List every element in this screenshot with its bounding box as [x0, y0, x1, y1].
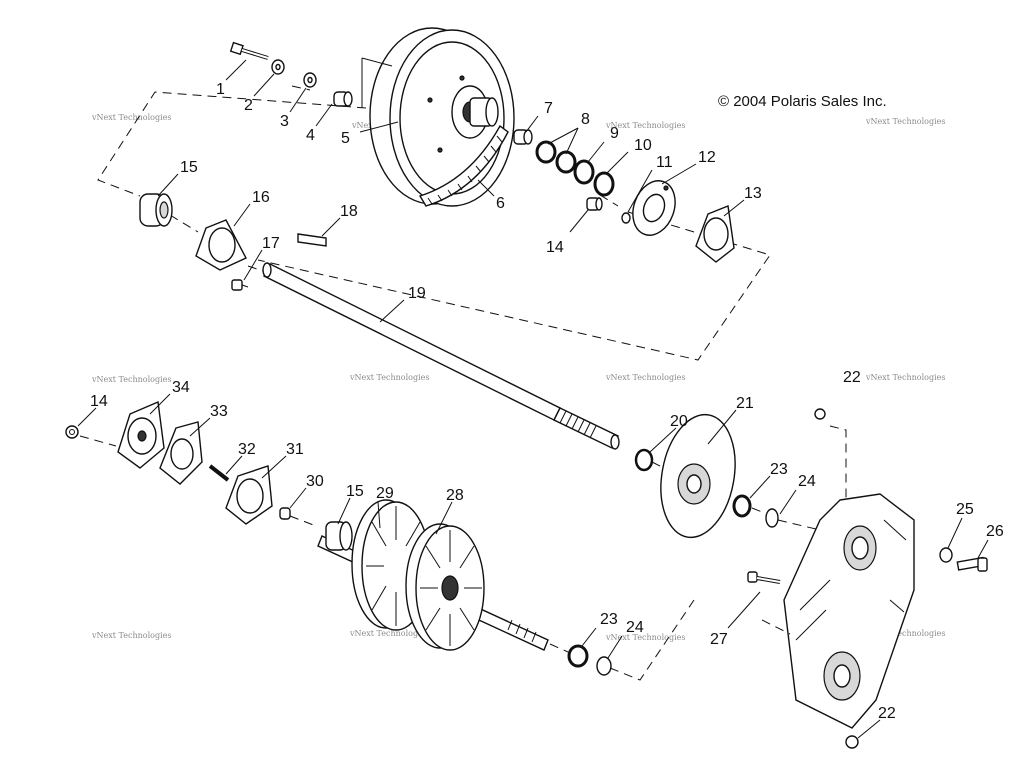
part-31-flange	[225, 465, 273, 525]
part-4-spacer	[333, 91, 353, 107]
callout-label: 34	[172, 379, 190, 396]
part-6-chain	[418, 124, 509, 207]
callout-label: 4	[306, 127, 315, 144]
callout-label: 28	[446, 487, 464, 504]
part-23-bearing	[567, 644, 589, 668]
callout-label: 23	[600, 611, 618, 628]
chaincase-housing	[783, 493, 915, 729]
callout-label: 20	[670, 413, 688, 430]
callout-label: 21	[736, 395, 754, 412]
part-28-drive-shaft-assembly	[317, 499, 549, 651]
part-13-bearing-flange	[695, 205, 735, 263]
callout-label: 18	[340, 203, 358, 220]
callout-label: 22	[878, 705, 896, 722]
part-20-snap-ring	[634, 448, 654, 472]
part-21-brake-disc	[660, 413, 736, 539]
part-9-ring	[573, 159, 595, 185]
part-12-plate	[632, 180, 676, 236]
watermark: vNext Technologies	[605, 121, 685, 130]
copyright-text: © 2004 Polaris Sales Inc.	[718, 93, 887, 110]
callout-label: 19	[408, 285, 426, 302]
part-2-washer	[271, 59, 285, 75]
part-23-bearing	[732, 494, 752, 518]
part-3-washer	[303, 72, 317, 88]
callout-label: 6	[496, 195, 505, 212]
part-24-seal	[765, 508, 779, 528]
part-15-bearing	[139, 193, 173, 227]
callout-label: 30	[306, 473, 324, 490]
part-8-o-rings	[535, 140, 577, 174]
part-14-nut	[65, 425, 79, 439]
callout-label: 25	[956, 501, 974, 518]
callout-leaders	[77, 57, 989, 739]
part-30-nut	[279, 507, 291, 520]
part-22-nut	[814, 408, 826, 420]
watermark: vNext Technologies	[605, 373, 685, 382]
watermark: vNext Technologies	[865, 373, 945, 382]
callout-label: 10	[634, 137, 652, 154]
callout-label: 17	[262, 235, 280, 252]
part-7-bushing	[513, 129, 533, 145]
callout-label: 14	[90, 393, 108, 410]
callout-label: 15	[180, 159, 198, 176]
callout-label: 23	[770, 461, 788, 478]
part-24-seal	[596, 656, 612, 676]
callout-label: 27	[710, 631, 728, 648]
part-17-bolt	[231, 279, 249, 291]
part-1-bolt	[229, 41, 269, 60]
callout-label: 24	[798, 473, 816, 490]
watermark: vNext Technologies	[349, 373, 429, 382]
callout-label: 12	[698, 149, 716, 166]
part-11-washer	[621, 212, 631, 224]
part-34-bearing-housing	[117, 400, 165, 469]
part-16-flange	[195, 219, 247, 271]
callout-label: 33	[210, 403, 228, 420]
callout-label: 32	[238, 441, 256, 458]
callout-label: 29	[376, 485, 394, 502]
callout-label: 8	[581, 111, 590, 128]
callout-label: 3	[280, 113, 289, 130]
watermark: vNext Technologies	[865, 117, 945, 126]
watermark: vNext Technologies	[865, 629, 945, 638]
callout-label: 22	[843, 369, 861, 386]
part-32-spring	[208, 464, 230, 482]
part-27-bolt	[747, 571, 781, 584]
part-18-key	[297, 233, 327, 247]
callout-label: 16	[252, 189, 270, 206]
callout-label: 1	[216, 81, 225, 98]
watermark: vNext Technologies	[91, 375, 171, 384]
callout-label: 14	[546, 239, 564, 256]
part-26-bolt	[956, 556, 988, 572]
callout-label: 5	[341, 130, 350, 147]
callout-labels: 1 2 3 4 5 6 7 8 9 10 11 12 13 14 15 16 1…	[90, 81, 1004, 722]
callout-label: 31	[286, 441, 304, 458]
callout-label: 15	[346, 483, 364, 500]
watermark: vNext Technologies	[349, 629, 429, 638]
part-19-shaft	[262, 262, 620, 450]
part-25-washer	[939, 547, 953, 563]
part-5-sprocket-pulley	[369, 27, 515, 207]
watermark: vNext Technologies	[91, 113, 171, 122]
callout-label: 2	[244, 97, 253, 114]
callout-label: 24	[626, 619, 644, 636]
assembly-lines-bottom	[79, 425, 847, 681]
part-14-nut	[586, 197, 603, 211]
part-10-ring	[593, 171, 615, 197]
part-33-gasket	[159, 421, 203, 485]
part-22-nut	[845, 735, 859, 749]
callout-label: 13	[744, 185, 762, 202]
callout-label: 9	[610, 125, 619, 142]
callout-label: 7	[544, 100, 553, 117]
callout-label: 26	[986, 523, 1004, 540]
callout-label: 11	[656, 154, 673, 171]
watermark: vNext Technologies	[91, 631, 171, 640]
watermark: vNext Technologies	[605, 633, 685, 642]
